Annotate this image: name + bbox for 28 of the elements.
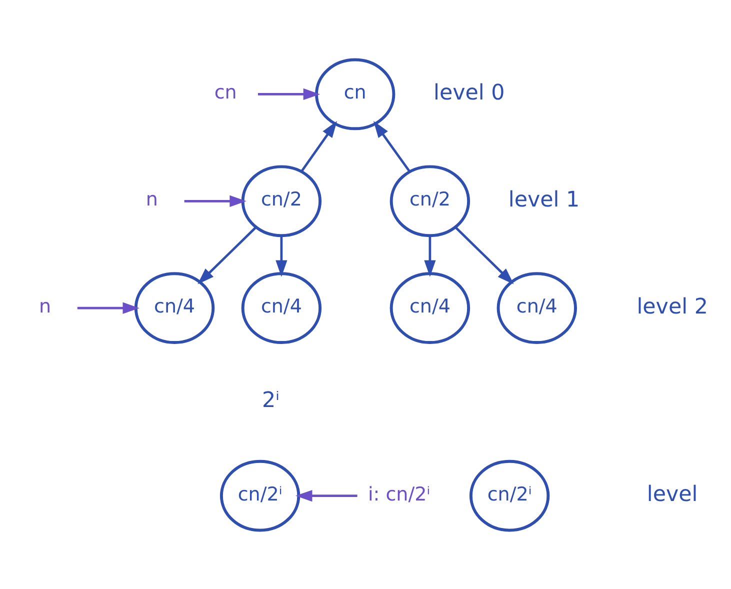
- node-ellipse: cn/4: [390, 272, 470, 344]
- arrow: [276, 235, 288, 276]
- arrow: [296, 489, 358, 502]
- node-ellipse: cn/4: [134, 272, 215, 344]
- node-text: n: [38, 295, 52, 318]
- label: level 2: [636, 294, 708, 319]
- arrow: [424, 235, 436, 276]
- arrow: [184, 194, 246, 206]
- node-ellipse: cn/4: [496, 272, 577, 344]
- label: level 0: [434, 80, 505, 105]
- node-ellipse: cn: [315, 58, 396, 130]
- node-ellipse: cn/2: [390, 164, 470, 237]
- arrow: [198, 226, 256, 284]
- node-text: i: cn/2ⁱ: [368, 482, 430, 505]
- node-text: n: [146, 188, 158, 210]
- node-ellipse: cn/4: [241, 272, 322, 344]
- label: 2ⁱ: [262, 388, 280, 413]
- node-text: cn: [214, 81, 237, 104]
- label: level: [646, 482, 698, 507]
- node-ellipse: cn/2ⁱ: [469, 459, 550, 532]
- arrow: [77, 302, 140, 314]
- arrow: [373, 120, 410, 172]
- arrow: [455, 226, 514, 284]
- label: level 1: [508, 186, 580, 212]
- node-ellipse: cn/2: [241, 164, 322, 237]
- arrow: [300, 120, 338, 172]
- node-ellipse: cn/2ⁱ: [220, 459, 300, 532]
- arrow: [258, 88, 320, 100]
